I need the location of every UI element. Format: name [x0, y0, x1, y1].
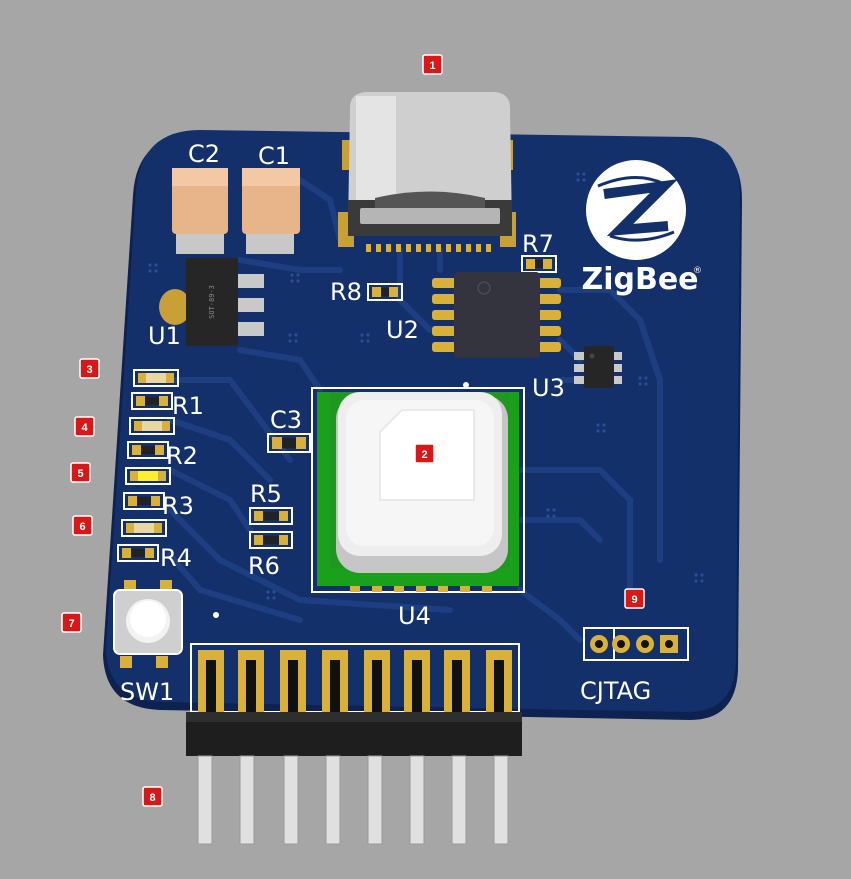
- label-r7: R7: [522, 230, 554, 258]
- svg-text:5: 5: [77, 468, 83, 480]
- svg-text:2: 2: [421, 449, 427, 461]
- label-r1: R1: [172, 392, 204, 420]
- resistor-r5: [249, 507, 293, 525]
- label-u3: U3: [532, 374, 565, 402]
- label-c3: C3: [270, 406, 302, 434]
- rf-module: [311, 387, 525, 593]
- led-4: [129, 417, 175, 435]
- led-6: [121, 519, 167, 537]
- capacitor-c1: [242, 168, 300, 254]
- usb-c-connector: [338, 92, 516, 252]
- ldo-regulator: SOT-89-3: [159, 258, 264, 346]
- resistor-r6: [249, 531, 293, 549]
- marker-7: 7: [61, 612, 82, 633]
- resistor-r2: [127, 441, 169, 459]
- marker-5: 5: [70, 462, 91, 483]
- label-r6: R6: [248, 552, 280, 580]
- label-u1: U1: [148, 322, 181, 350]
- pushbutton: [113, 580, 183, 668]
- label-r8: R8: [330, 278, 362, 306]
- svg-text:6: 6: [79, 521, 85, 533]
- marker-4: 4: [74, 416, 95, 437]
- label-c1: C1: [258, 142, 290, 170]
- silkscreen-labels: C2 C1 R7 R8 U2 U1 U3 R1 R2 R3 R4 C3 R5 R…: [120, 140, 651, 706]
- via-dots: [148, 172, 704, 618]
- label-r2: R2: [166, 442, 198, 470]
- zigbee-logo-text: ZigBee: [581, 262, 698, 297]
- led-5: [125, 467, 171, 485]
- marker-2: 2: [414, 443, 435, 464]
- jtag-header: [583, 627, 689, 661]
- label-c2: C2: [188, 140, 220, 168]
- svg-text:9: 9: [631, 594, 637, 606]
- zigbee-registered-mark: ®: [693, 266, 702, 276]
- label-cjtag: CJTAG: [580, 677, 651, 705]
- regulator-marking: SOT-89-3: [208, 285, 216, 319]
- marker-3: 3: [79, 358, 100, 379]
- capacitor-c3: [267, 433, 311, 453]
- label-u4: U4: [398, 602, 431, 630]
- resistor-r8: [367, 283, 403, 301]
- resistor-r3: [123, 492, 165, 510]
- resistor-r7: [521, 255, 557, 273]
- marker-8: 8: [142, 786, 163, 807]
- resistor-r1: [131, 392, 173, 410]
- numbered-markers: 1 2 3 4 5 6 7 8: [61, 54, 645, 807]
- resistor-r4: [117, 544, 159, 562]
- label-r3: R3: [162, 492, 194, 520]
- marker-6: 6: [72, 515, 93, 536]
- marker-9: 9: [624, 588, 645, 609]
- label-sw1: SW1: [120, 678, 174, 706]
- usb-uart-chip: [432, 272, 561, 358]
- label-r4: R4: [160, 544, 192, 572]
- sot23-6-chip: [574, 346, 622, 388]
- marker-1: 1: [422, 54, 443, 75]
- capacitor-c2: [172, 168, 228, 254]
- label-r5: R5: [250, 480, 282, 508]
- svg-text:8: 8: [149, 792, 155, 804]
- svg-text:4: 4: [81, 422, 88, 434]
- svg-text:1: 1: [429, 60, 435, 72]
- svg-text:7: 7: [68, 618, 74, 630]
- led-3: [133, 369, 179, 387]
- pin-header: [186, 643, 522, 845]
- svg-text:3: 3: [86, 364, 92, 376]
- zigbee-logo-icon: [586, 160, 686, 260]
- label-u2: U2: [386, 316, 419, 344]
